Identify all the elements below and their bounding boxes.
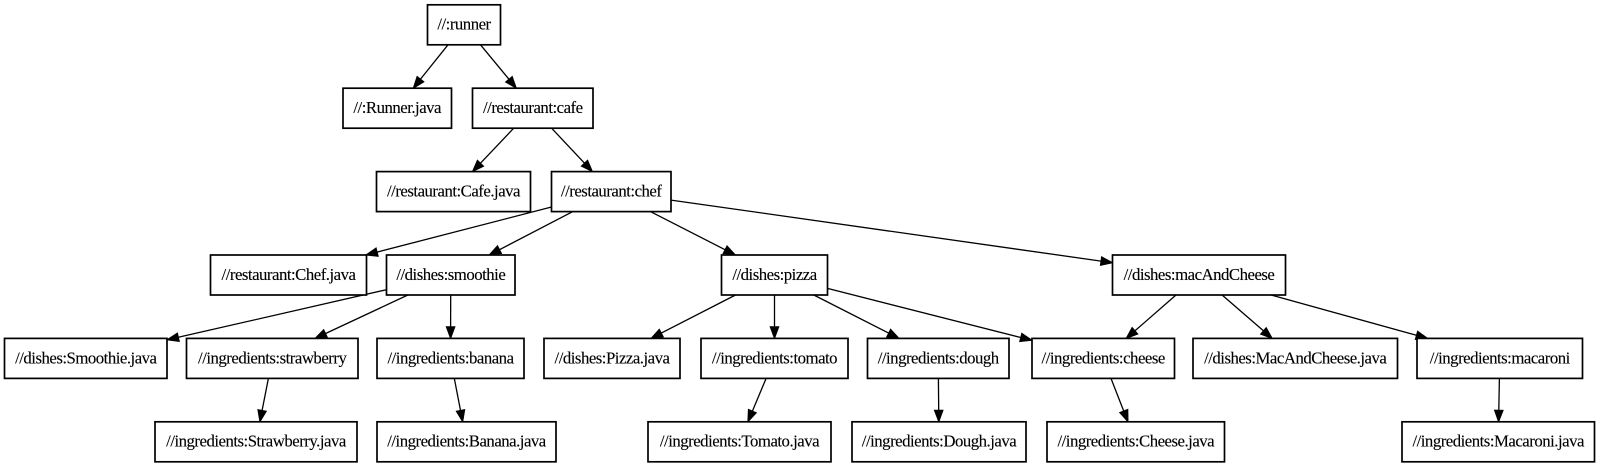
svg-text://ingredients:Banana.java: //ingredients:Banana.java xyxy=(387,432,547,451)
svg-text://dishes:Pizza.java: //dishes:Pizza.java xyxy=(555,348,671,367)
svg-text://ingredients:Macaroni.java: //ingredients:Macaroni.java xyxy=(1412,432,1585,451)
svg-text://dishes:pizza: //dishes:pizza xyxy=(732,265,817,284)
svg-text://:Runner.java: //:Runner.java xyxy=(353,98,442,117)
svg-text://ingredients:Dough.java: //ingredients:Dough.java xyxy=(862,432,1017,451)
svg-text://ingredients:banana: //ingredients:banana xyxy=(387,348,514,367)
svg-text://ingredients:Tomato.java: //ingredients:Tomato.java xyxy=(660,432,820,451)
svg-text://ingredients:Strawberry.java: //ingredients:Strawberry.java xyxy=(166,432,347,451)
svg-text://dishes:smoothie: //dishes:smoothie xyxy=(396,265,505,284)
svg-text://ingredients:macaroni: //ingredients:macaroni xyxy=(1430,348,1571,367)
svg-text://restaurant:cafe: //restaurant:cafe xyxy=(483,98,583,117)
svg-text://ingredients:strawberry: //ingredients:strawberry xyxy=(198,348,347,367)
svg-text://ingredients:Cheese.java: //ingredients:Cheese.java xyxy=(1057,432,1215,451)
svg-text://restaurant:chef: //restaurant:chef xyxy=(561,182,662,201)
svg-text://ingredients:dough: //ingredients:dough xyxy=(878,348,1000,367)
svg-text://ingredients:cheese: //ingredients:cheese xyxy=(1042,348,1165,367)
svg-text://restaurant:Cafe.java: //restaurant:Cafe.java xyxy=(387,182,521,201)
svg-text://:runner: //:runner xyxy=(437,15,491,34)
svg-text://ingredients:tomato: //ingredients:tomato xyxy=(712,348,837,367)
svg-text://dishes:MacAndCheese.java: //dishes:MacAndCheese.java xyxy=(1204,348,1387,367)
svg-text://restaurant:Chef.java: //restaurant:Chef.java xyxy=(222,265,357,284)
svg-text://dishes:Smoothie.java: //dishes:Smoothie.java xyxy=(15,348,157,367)
svg-text://dishes:macAndCheese: //dishes:macAndCheese xyxy=(1124,265,1275,284)
